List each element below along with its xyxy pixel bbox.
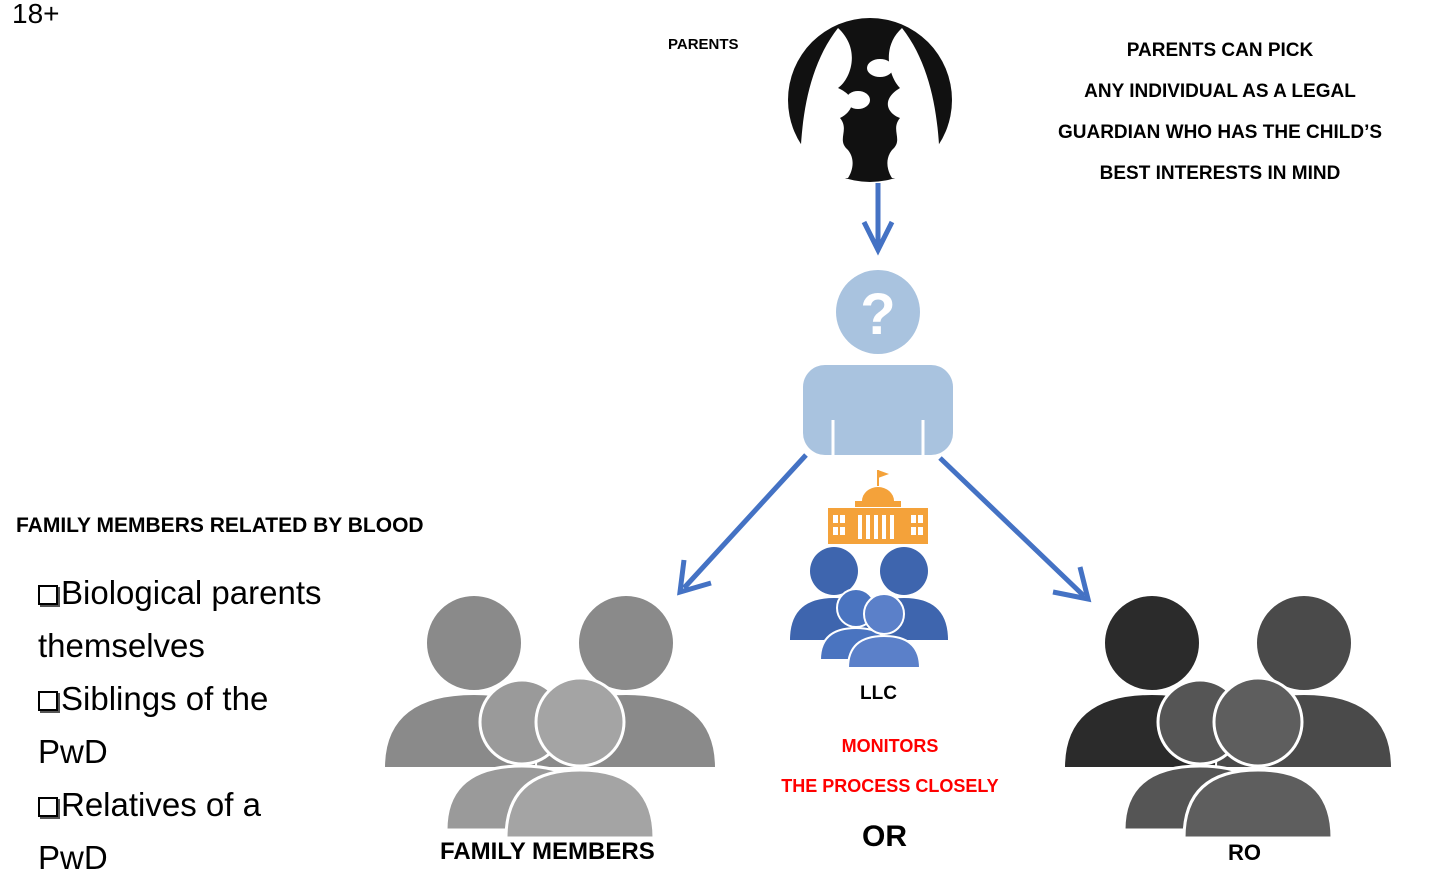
ro-people-group-icon — [1062, 594, 1394, 840]
checkbox-icon — [38, 585, 58, 605]
svg-text:?: ? — [860, 282, 895, 347]
llc-label: LLC — [860, 683, 897, 704]
llc-people-group-icon — [790, 547, 948, 669]
list-item-text: Relatives of a — [61, 786, 261, 823]
note-line: BEST INTERESTS IN MIND — [1099, 163, 1341, 184]
list-item: Biological parents — [38, 566, 322, 619]
list-item-text: PwD — [38, 733, 108, 770]
monitors-label: MONITORS THE PROCESS CLOSELY — [770, 726, 1010, 806]
guardian-note: PARENTS CAN PICK ANY INDIVIDUAL AS A LEG… — [1000, 30, 1440, 194]
parents-label: PARENTS — [668, 36, 739, 53]
note-line: GUARDIAN WHO HAS THE CHILD’S — [1057, 122, 1383, 143]
family-heading: FAMILY MEMBERS RELATED BY BLOOD — [16, 514, 424, 537]
government-building-icon — [828, 470, 928, 544]
list-item-text: themselves — [38, 627, 205, 664]
parents-silhouette-icon — [788, 18, 952, 182]
list-item: PwD — [38, 725, 322, 778]
list-item: themselves — [38, 619, 322, 672]
or-label: OR — [862, 820, 907, 853]
family-list: Biological parents themselves Siblings o… — [38, 566, 322, 884]
monitors-line: MONITORS — [841, 736, 939, 756]
monitors-line: THE PROCESS CLOSELY — [781, 776, 999, 796]
list-item: Relatives of a — [38, 778, 322, 831]
checkbox-icon — [38, 797, 58, 817]
family-people-group-icon — [382, 594, 718, 840]
list-item: Siblings of the — [38, 672, 322, 725]
family-members-label: FAMILY MEMBERS — [440, 838, 655, 865]
arrow-left — [677, 453, 808, 596]
unknown-person-icon: ? — [803, 270, 953, 455]
age-label: 18+ — [12, 0, 60, 29]
arrow-right — [938, 456, 1092, 603]
note-line: PARENTS CAN PICK — [1126, 40, 1314, 61]
list-item-text: Siblings of the — [61, 680, 269, 717]
ro-label: RO — [1228, 840, 1261, 865]
arrow-down — [861, 183, 895, 256]
note-line: ANY INDIVIDUAL AS A LEGAL — [1084, 81, 1356, 102]
checkbox-icon — [38, 691, 58, 711]
list-item-text: Biological parents — [61, 574, 322, 611]
